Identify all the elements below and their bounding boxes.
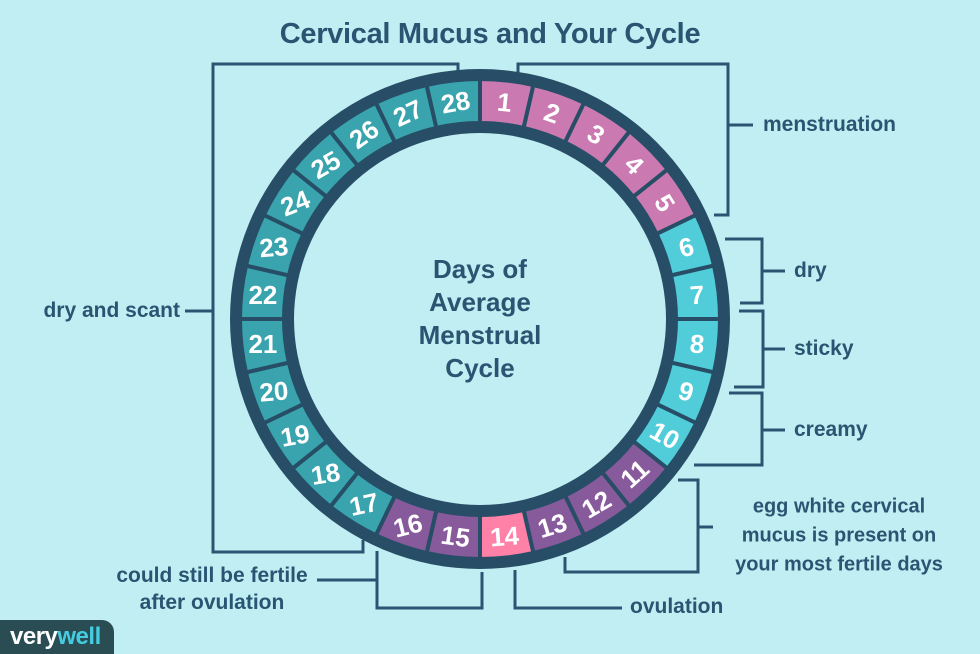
menstruation-label: menstruation — [763, 113, 897, 136]
day-number-20: 20 — [258, 375, 289, 407]
fertile-after-label: could still be fertile after ovulation — [92, 562, 332, 616]
day-number-19: 19 — [278, 418, 312, 453]
annotation-brackets — [185, 62, 785, 610]
day-number-23: 23 — [258, 231, 289, 263]
fertile-after-label-line: after ovulation — [139, 591, 285, 614]
bracket-creamy — [694, 391, 785, 467]
center-caption-line: Average — [429, 287, 531, 317]
day-number-14: 14 — [489, 520, 520, 552]
bracket-dry-and-scant — [185, 62, 460, 554]
bracket-egg-white — [563, 478, 713, 574]
verywell-logo-well: well — [57, 623, 101, 650]
egg-white-label-line: egg white cervical — [752, 495, 926, 518]
day-number-8: 8 — [689, 328, 706, 359]
day-number-17: 17 — [347, 487, 382, 522]
day-number-18: 18 — [309, 457, 342, 491]
creamy-label: creamy — [794, 418, 868, 441]
fertile-after-label-line: could still be fertile — [116, 564, 308, 587]
egg-white-label-line: mucus is present on — [741, 524, 937, 547]
center-caption-line: Menstrual — [418, 320, 542, 350]
day-number-1: 1 — [496, 87, 514, 118]
sticky-label: sticky — [794, 337, 854, 360]
egg-white-label-line: your most fertile days — [735, 553, 943, 576]
day-number-16: 16 — [390, 507, 425, 543]
bracket-menstruation — [516, 62, 753, 217]
ring-inner-fill — [294, 133, 666, 505]
day-segment-28 — [424, 77, 482, 130]
day-number-15: 15 — [439, 520, 472, 554]
day-number-28: 28 — [439, 85, 473, 120]
dry-label: dry — [794, 259, 827, 282]
day-number-22: 22 — [248, 280, 277, 310]
bracket-dry — [725, 237, 785, 305]
bracket-sticky — [734, 309, 785, 389]
center-caption-line: Cycle — [445, 353, 515, 383]
bracket-fertile-after — [317, 551, 484, 610]
line-ovulation — [513, 570, 622, 610]
center-caption: Days of Average Menstrual Cycle — [380, 253, 580, 385]
ovulation-label: ovulation — [630, 595, 724, 618]
verywell-logo-very: very — [10, 623, 58, 650]
page-title: Cervical Mucus and Your Cycle — [279, 18, 701, 50]
center-caption-line: Days of — [433, 254, 527, 284]
dry-and-scant-label: dry and scant — [43, 299, 180, 322]
egg-white-label: egg white cervical mucus is present on y… — [714, 493, 964, 580]
day-number-21: 21 — [248, 329, 277, 359]
day-number-7: 7 — [689, 279, 706, 310]
